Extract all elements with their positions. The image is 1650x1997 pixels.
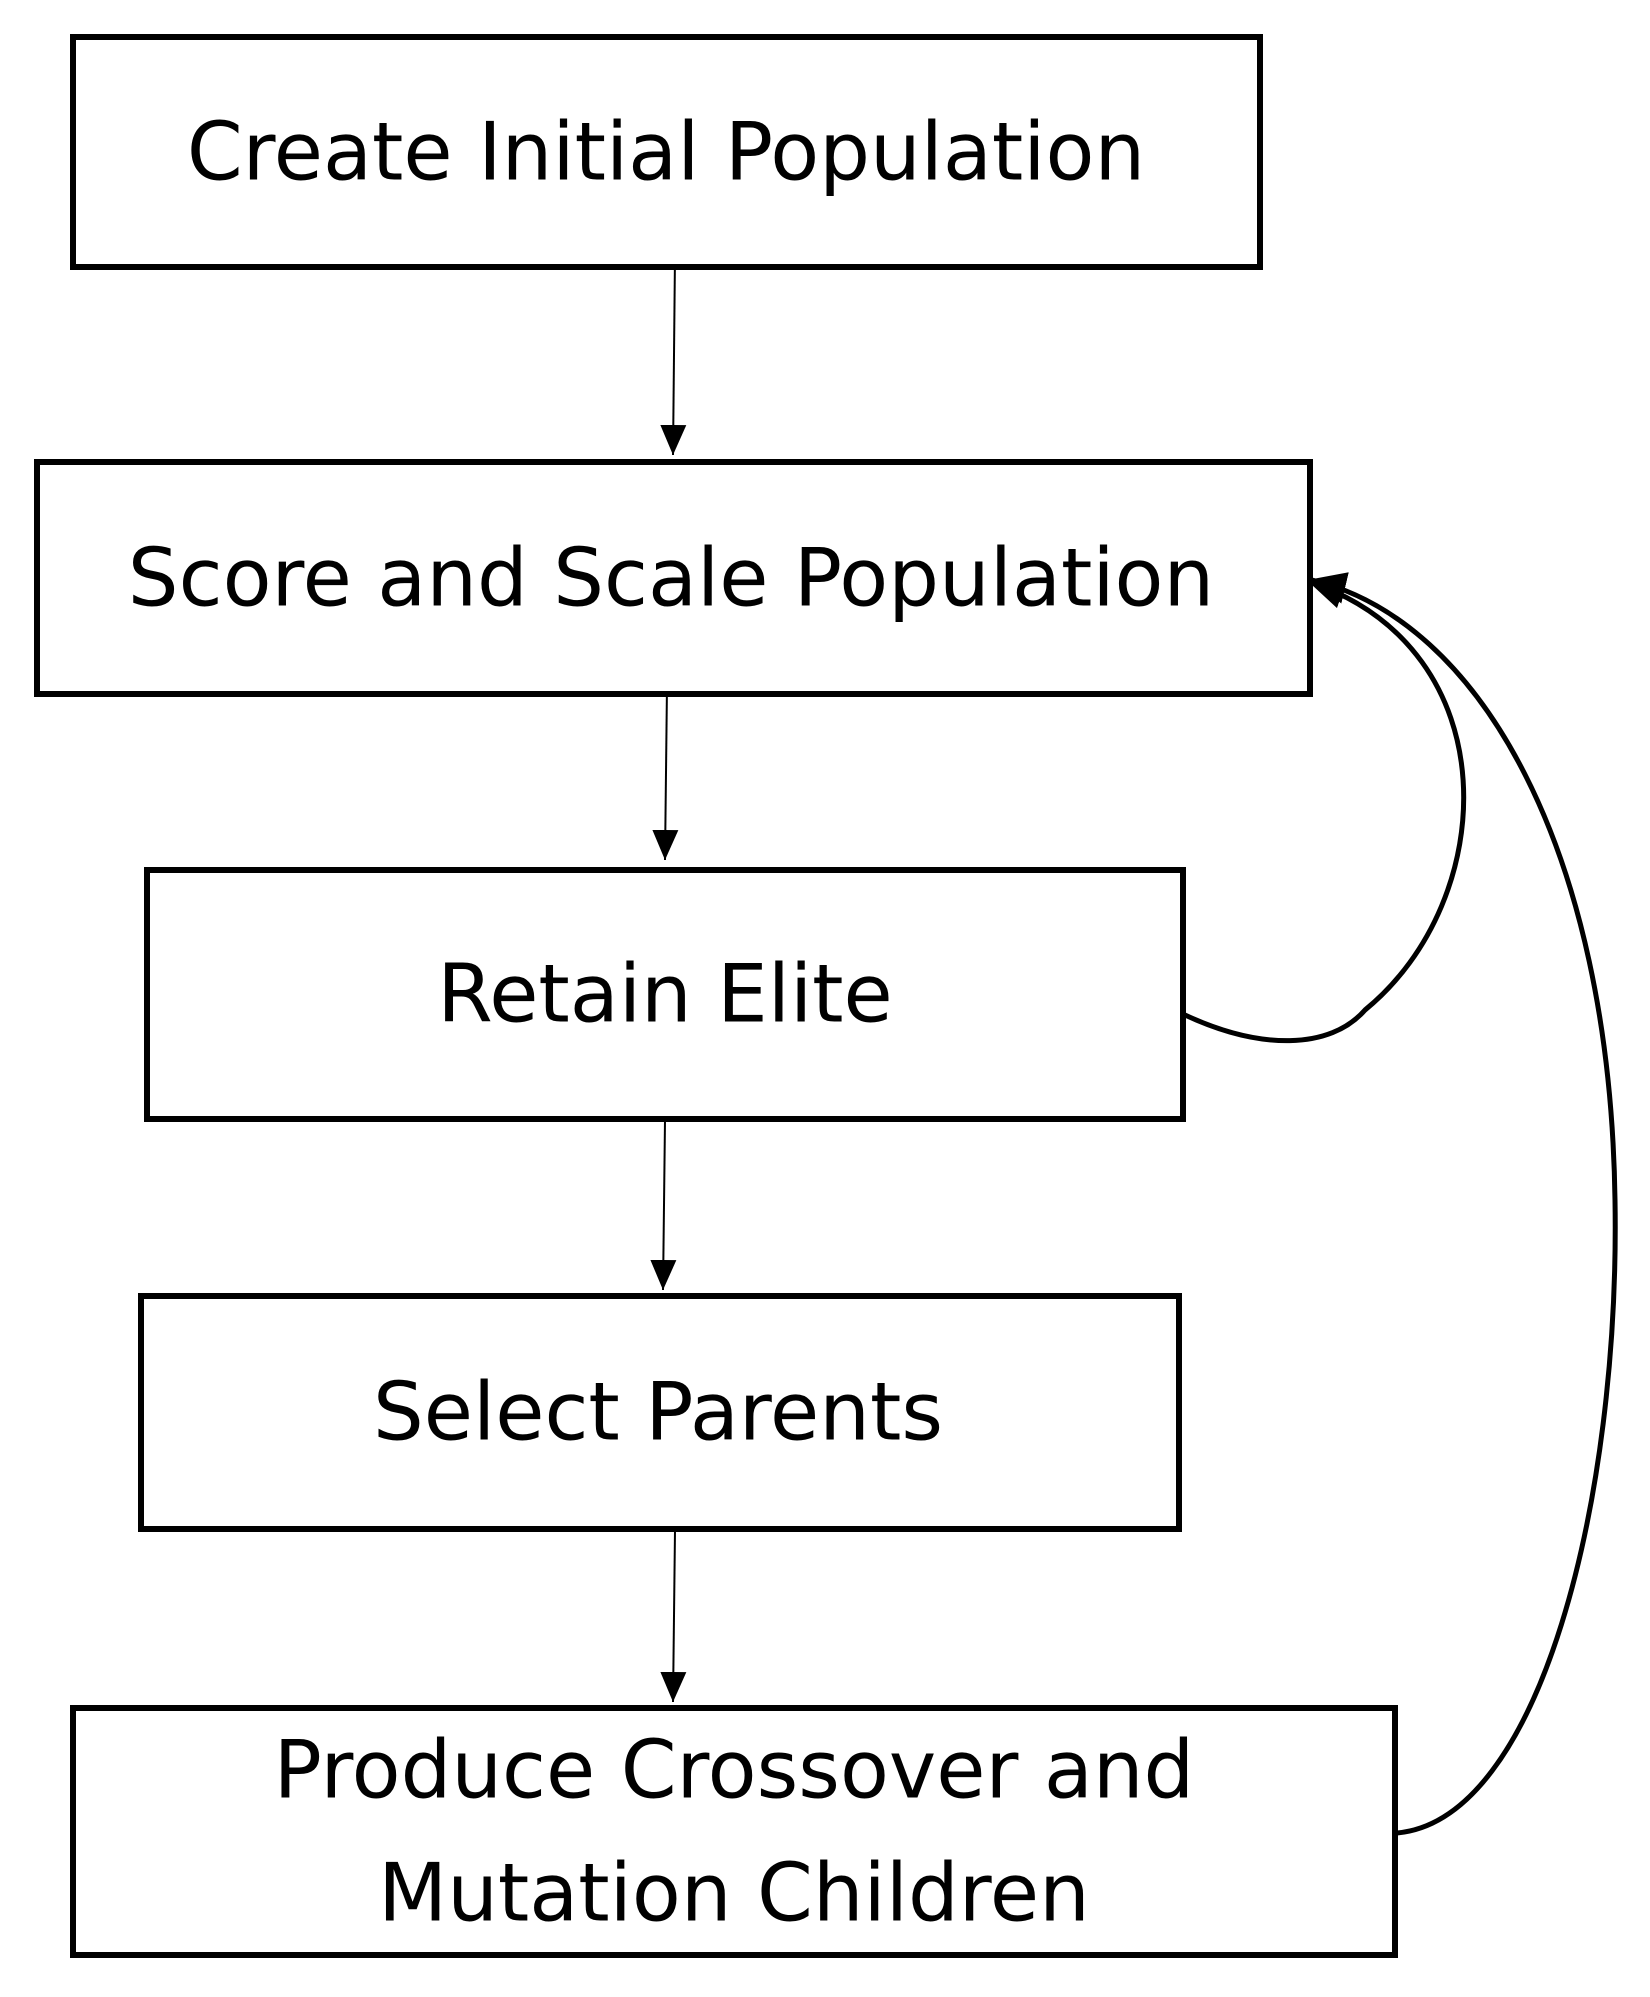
- node-score-and-scale-population: Score and Scale Population: [34, 459, 1313, 697]
- node-label-line-2: Mutation Children: [378, 1847, 1090, 1940]
- node-create-initial-population: Create Initial Population: [70, 34, 1263, 270]
- node-select-parents: Select Parents: [138, 1293, 1182, 1532]
- node-label-line-1: Produce Crossover and: [274, 1724, 1195, 1817]
- arrow-score-to-retain: [652, 684, 679, 861]
- arrow-select-to-produce: [660, 1529, 687, 1703]
- node-label: Select Parents: [373, 1366, 943, 1459]
- arrow-retain-to-select: [650, 1119, 677, 1291]
- arrow-retain-loop-to-score: [1183, 577, 1467, 1044]
- node-label: Retain Elite: [437, 948, 893, 1041]
- node-retain-elite: Retain Elite: [144, 867, 1186, 1122]
- node-label: Score and Scale Population: [128, 532, 1214, 625]
- arrow-produce-loop-to-score: [1310, 572, 1618, 1836]
- arrow-create-to-score: [660, 254, 687, 456]
- node-label: Create Initial Population: [187, 106, 1145, 199]
- node-produce-crossover-and-mutation-children: Produce Crossover and Mutation Children: [70, 1705, 1398, 1958]
